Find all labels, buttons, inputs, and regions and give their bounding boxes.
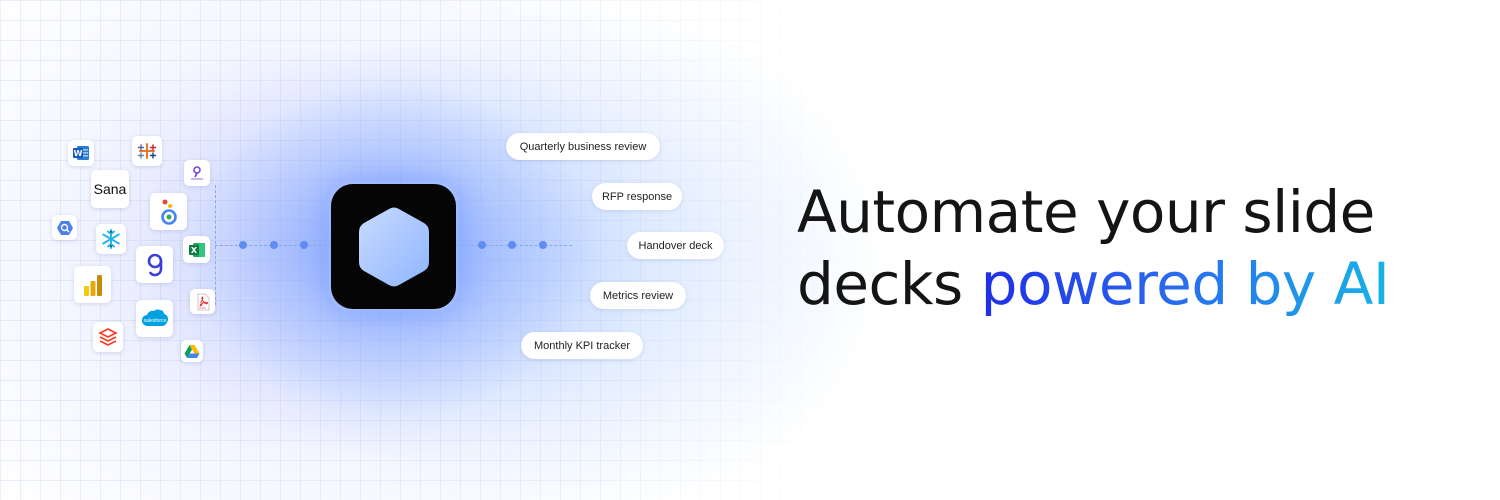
excel-icon: X	[183, 236, 210, 263]
bigquery-icon	[52, 215, 77, 240]
headline-plain-text: decks	[797, 250, 981, 318]
databricks-icon	[93, 322, 123, 352]
input-dot	[300, 241, 308, 249]
salesforce-logo: salesforce	[136, 300, 173, 337]
looker-studio-icon	[184, 160, 210, 186]
output-pill: RFP response	[592, 183, 682, 210]
word-icon: W	[68, 140, 94, 166]
output-dot	[478, 241, 486, 249]
snowflake-icon	[96, 224, 126, 254]
headline: Automate your slide decks powered by AI	[797, 176, 1477, 320]
output-dot	[508, 241, 516, 249]
headline-accent-text: powered by AI	[980, 250, 1390, 318]
output-dot	[539, 241, 547, 249]
google-drive-icon	[181, 340, 203, 362]
svg-text:X: X	[190, 246, 197, 255]
sana-logo: Sana	[91, 170, 129, 208]
looker-icon	[150, 193, 187, 230]
headline-line-2: decks powered by AI	[797, 248, 1477, 320]
hexagon-icon	[358, 207, 429, 286]
sana-label: Sana	[93, 181, 127, 197]
pdf-icon	[190, 289, 215, 314]
output-pill: Monthly KPI tracker	[521, 332, 643, 359]
hub-logo	[331, 184, 456, 309]
headline-line-1: Automate your slide	[797, 178, 1375, 246]
output-pill: Metrics review	[590, 282, 686, 309]
power-bi-icon	[74, 266, 111, 303]
salesforce-label: salesforce	[143, 318, 166, 324]
input-dot	[270, 241, 278, 249]
gamma-icon	[136, 246, 173, 283]
output-pill: Quarterly business review	[506, 133, 660, 160]
tableau-icon	[132, 136, 162, 166]
input-dot	[239, 241, 247, 249]
svg-text:W: W	[74, 149, 83, 158]
output-pill: Handover deck	[627, 232, 724, 259]
